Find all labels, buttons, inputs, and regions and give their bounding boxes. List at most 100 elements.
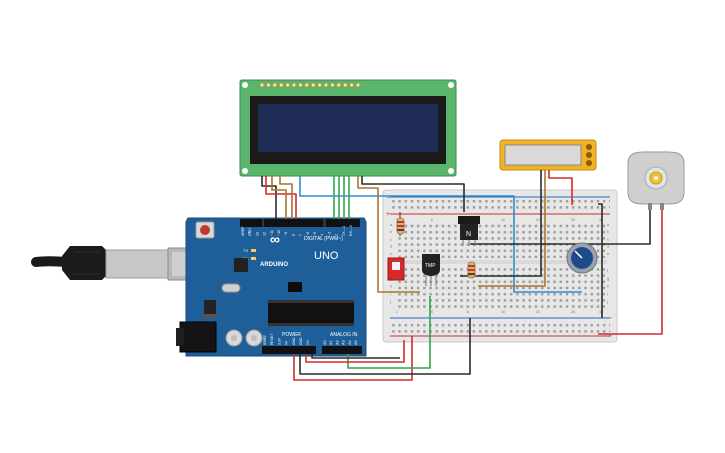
wire-lcd-blue [299,176,582,293]
arduino-pin-label: ~11 [270,230,274,236]
icsp-header [288,282,302,292]
usb-cable[interactable] [31,246,207,281]
lcd-pin[interactable] [323,82,329,88]
wire-meter-brown [478,170,546,287]
lcd-pin[interactable] [342,82,348,88]
motor-terminal-2[interactable] [660,203,664,210]
breadboard-row-number: 16 [501,218,505,222]
arduino-pin-label: 4 [320,234,324,236]
wire-black-short [311,354,400,359]
lcd-pin[interactable] [265,82,271,88]
lcd-pin[interactable] [285,82,291,88]
breadboard-row-number: 6 [431,218,433,222]
arduino-power-pin-label: Vin [306,340,310,345]
arduino-power-pin-label: IOREF [263,335,267,345]
analog-header[interactable] [322,346,362,354]
lcd-pin[interactable] [297,82,303,88]
breadboard-row-number: 30 [599,310,603,314]
potentiometer[interactable] [566,242,598,274]
rail-minus-mark-2: − [608,315,612,322]
lcd-pin[interactable] [336,82,342,88]
power-pins-label: POWER [282,332,301,338]
lcd-pin[interactable] [278,82,284,88]
breadboard-row-letter: b [390,230,392,234]
breadboard-row-letter: d [607,245,609,249]
lcd-mount-hole-3 [242,168,248,174]
resistor-1[interactable] [396,217,405,235]
wire-lcd-e [279,176,293,219]
breadboard-row-letter: a [607,223,610,227]
meter-terminal-1[interactable] [586,144,592,150]
breadboard-row-letter: a [390,223,393,227]
slide-switch[interactable] [387,257,405,281]
wire-lcd-brown-2 [357,176,420,293]
arduino-analog-pin-label: A2 [335,340,339,345]
dc-power-jack[interactable] [179,321,217,353]
breadboard-row-letter: d [390,245,392,249]
breadboard-row-number: 26 [571,218,575,222]
breadboard-row-letter: f [607,269,609,273]
lcd-mount-hole-4 [448,168,454,174]
arduino-pin-label: 7 [299,234,303,236]
arduino-pin-label: RX←0 [349,225,353,236]
rx-led [251,257,256,260]
wire-gnd-black [299,318,471,375]
usb-chip [234,258,248,272]
multimeter[interactable] [499,139,597,171]
breadboard-row-letter: h [607,285,609,289]
dc-motor[interactable] [627,151,685,210]
breadboard-row-letter: e [390,252,392,256]
arduino-power-pin-label: GND [292,337,296,345]
lcd-pin[interactable] [355,82,361,88]
lcd-pin[interactable] [329,82,335,88]
crystal [221,283,241,293]
breadboard-row-number: 21 [536,310,540,314]
tx-led [251,249,256,252]
temperature-sensor[interactable]: TMP [422,254,440,286]
arduino-pin-label: TX→1 [342,226,346,236]
lcd-pin[interactable] [317,82,323,88]
lcd-mount-hole-2 [448,82,454,88]
rail-minus-mark: − [386,195,390,202]
transistor[interactable]: N [458,216,480,246]
arduino-analog-pin-label: A4 [348,340,352,345]
wire-meter-black [460,170,542,277]
arduino-uno-board[interactable]: ∞ ARDUINO UNO DIGITAL (PWM~) TX RX L [31,217,367,357]
arduino-pin-label: 8 [291,234,295,236]
lcd-pin[interactable] [304,82,310,88]
meter-terminal-2[interactable] [586,152,592,158]
lcd-pin[interactable] [291,82,297,88]
breadboard-row-letter: g [607,277,609,281]
motor-terminal-1[interactable] [648,203,652,210]
meter-display [504,144,582,166]
resistor-2[interactable] [467,261,476,279]
arduino-pin-label: 12 [263,232,267,236]
lcd-display[interactable] [239,79,457,177]
breadboard-row-letter: c [390,237,392,241]
breadboard-row-letter: i [607,292,608,296]
arduino-power-pin-label: 3.3V [277,337,281,345]
breadboard-row-number: 26 [571,310,575,314]
breadboard-row-letter: j [389,300,391,304]
arduino-pin-label: ~3 [327,232,331,236]
breadboard-row-number: 21 [536,218,540,222]
wire-lcd-vcc [265,176,297,219]
meter-terminal-3[interactable] [586,160,592,166]
reset-button-cap[interactable] [200,225,210,235]
rail-plus-mark: + [386,211,390,218]
wire-motor-red [598,210,663,335]
lcd-pin[interactable] [349,82,355,88]
lcd-pin[interactable] [272,82,278,88]
temperature-sensor-label: TMP [425,263,436,269]
lcd-mount-hole-1 [242,82,248,88]
atmega-chip [268,300,354,326]
lcd-pin[interactable] [259,82,265,88]
breadboard-row-letter: j [606,300,608,304]
lcd-screen [258,104,438,152]
wire-breadboard-black-rail [598,203,603,318]
arduino-analog-pin-label: A1 [329,340,333,345]
arduino-analog-pin-label: A3 [342,340,346,345]
lcd-pin[interactable] [310,82,316,88]
arduino-pin-label: ~9 [284,232,288,236]
power-header[interactable] [262,346,316,354]
